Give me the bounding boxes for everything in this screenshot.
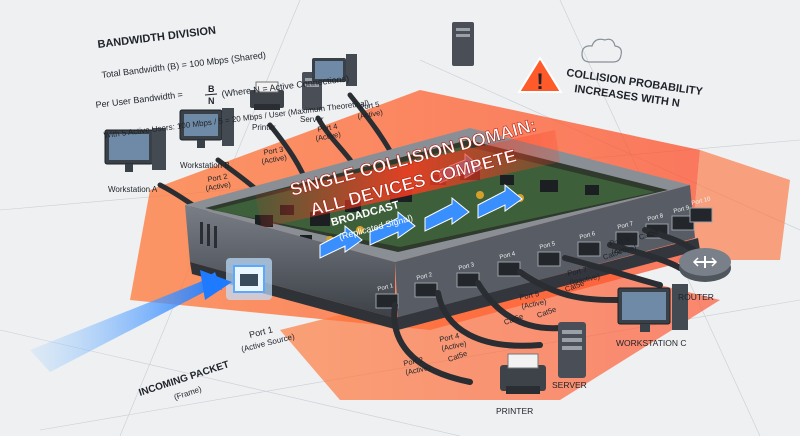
switch-port-label: Port 2 — [416, 272, 434, 282]
printer-front — [500, 353, 546, 394]
incoming-label: INCOMING PACKET (Frame) — [138, 359, 231, 402]
back-device-name: Workstation B — [180, 161, 230, 170]
switch-port-label: Port 5 — [539, 241, 557, 251]
back-device-name: Workstation A — [108, 185, 158, 194]
warning-label: COLLISION PROBABILITY INCREASES WITH N — [566, 67, 704, 110]
switch-port-2[interactable] — [414, 282, 438, 298]
switch-port-label: Port 1 — [377, 283, 395, 293]
switch-port-label: Port 6 — [579, 231, 597, 241]
bandwidth-frac-den: N — [208, 96, 215, 106]
front-device-port: Port 7 — [567, 265, 588, 278]
switch-ports[interactable]: Port 1 Port 2 Port 3 Port 4 Port 5 Port 6 Port… — [375, 196, 713, 309]
front-device-port: Port 4 — [439, 331, 460, 344]
back-device-status: (Active) — [205, 180, 232, 193]
back-device-port: Port 5 — [359, 100, 380, 112]
back-device-status: (Active) — [357, 108, 384, 121]
cloud-icon — [581, 38, 622, 63]
front-devices — [500, 248, 731, 394]
front-device-port: Port 5 — [519, 289, 540, 302]
bandwidth-frac-num: B — [208, 84, 215, 94]
router-icon — [679, 248, 731, 282]
bandwidth-per-user-prefix: Per User Bandwidth = — [95, 89, 183, 110]
bandwidth-total: Total Bandwidth (B) = 100 Mbps (Shared) — [101, 50, 266, 80]
server-front — [558, 322, 586, 378]
back-device-status: (Active) — [261, 153, 288, 166]
back-device-port: Port 4 — [317, 122, 338, 134]
incoming-arrow — [30, 270, 232, 372]
vent-slots — [200, 222, 217, 248]
front-device-name: ROUTER — [678, 292, 714, 302]
workstation-a — [104, 128, 166, 172]
switch-port-label: Port 8 — [647, 213, 665, 223]
switch-port-5[interactable] — [537, 251, 561, 267]
front-device-name: PRINTER — [496, 406, 533, 416]
warning-icon: ! — [517, 56, 563, 94]
front-device-port: Port 2 — [403, 355, 424, 368]
back-device-port: Port 2 — [207, 172, 228, 184]
port-1-glow[interactable] — [226, 258, 272, 300]
switch-port-6[interactable] — [577, 241, 601, 257]
front-device-name: WORKSTATION C — [616, 338, 687, 348]
back-device-name: Server — [300, 115, 324, 124]
switch-port-3[interactable] — [456, 272, 480, 288]
back-devices — [104, 54, 357, 172]
back-device-status: (Active) — [315, 130, 342, 143]
switch-port-label: Port 3 — [458, 262, 476, 272]
switch-port-10[interactable] — [689, 207, 713, 223]
front-device-port: Port 9 — [609, 235, 630, 248]
collision-glow — [255, 130, 560, 228]
workstation-b — [179, 108, 234, 148]
switch-port-9[interactable] — [671, 215, 695, 231]
front-device-name: SERVER — [552, 380, 587, 390]
printer-back — [250, 81, 284, 110]
incoming-line2: (Frame) — [173, 384, 203, 401]
switch-port-7[interactable] — [615, 231, 639, 247]
front-cables — [391, 227, 703, 385]
workstation-port5 — [312, 54, 357, 86]
workstation-c — [617, 284, 688, 332]
bandwidth-per-user-suffix: (Where N = Active Connections) — [221, 73, 350, 99]
switch-port-label: Port 4 — [499, 251, 517, 261]
bandwidth-title: BANDWIDTH DIVISION — [97, 25, 217, 51]
back-device-name: Printer — [252, 123, 276, 132]
switch-port-label: Port 10 — [691, 196, 712, 207]
svg-text:!: ! — [536, 69, 543, 94]
server-tower-icon — [452, 22, 474, 66]
switch-port-4[interactable] — [497, 261, 521, 277]
switch-port-label: Port 7 — [617, 221, 635, 231]
back-device-port: Port 3 — [263, 145, 284, 157]
switch-port-label: Port 9 — [673, 205, 691, 215]
